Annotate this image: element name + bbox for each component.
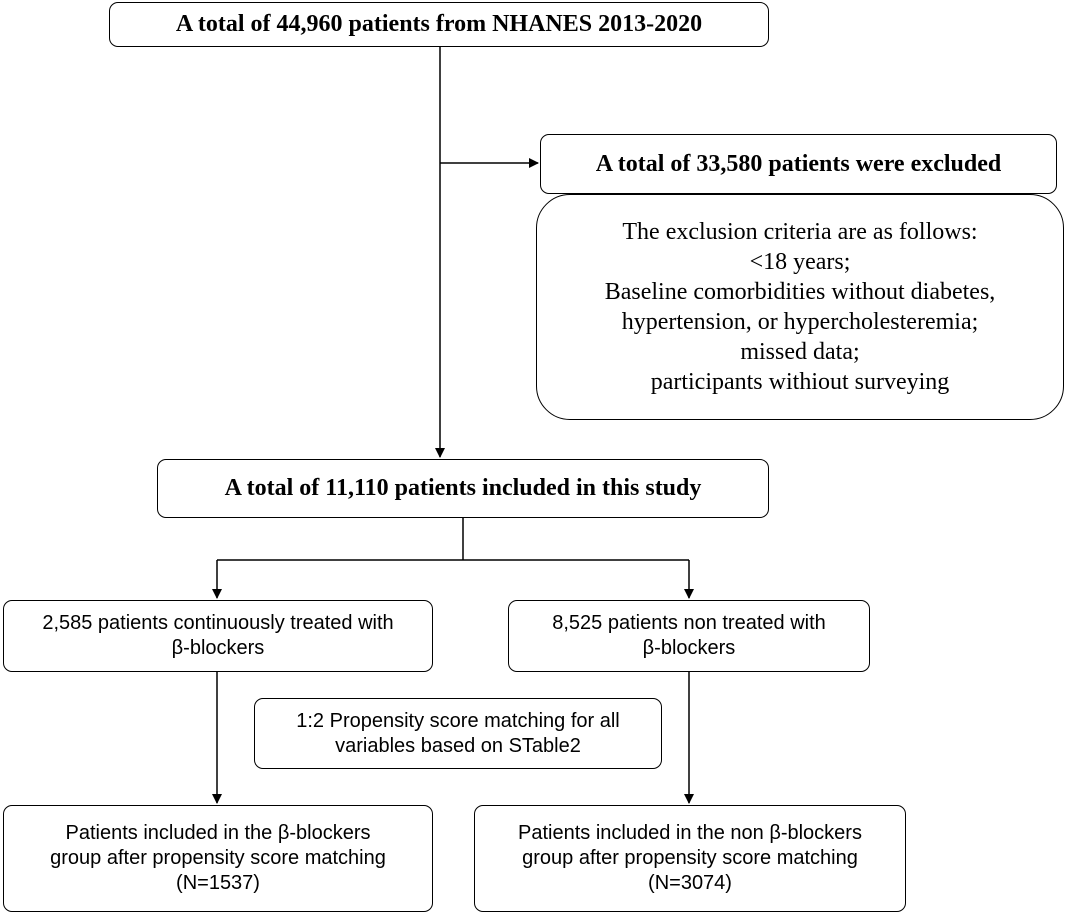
criteria-line: hypertension, or hypercholesteremia; <box>621 309 979 335</box>
included-patients-text: A total of 11,110 patients included in t… <box>224 475 702 501</box>
criteria-line: <18 years; <box>749 249 851 275</box>
beta-blockers-group-box: Patients included in the β-blockers grou… <box>3 805 433 912</box>
criteria-line: participants withiout surveying <box>650 369 950 395</box>
exclusion-criteria-box: The exclusion criteria are as follows: <… <box>536 194 1064 420</box>
non-treated-box: 8,525 patients non treated with β-blocke… <box>508 600 870 672</box>
non-beta-blockers-group-line: Patients included in the non β-blockers <box>518 822 862 844</box>
total-patients-box: A total of 44,960 patients from NHANES 2… <box>109 2 769 47</box>
non-beta-blockers-group-line: group after propensity score matching <box>522 847 858 869</box>
treated-box: 2,585 patients continuously treated with… <box>3 600 433 672</box>
criteria-line: missed data; <box>740 339 860 365</box>
non-beta-blockers-group-box: Patients included in the non β-blockers … <box>474 805 906 912</box>
beta-blockers-group-line: Patients included in the β-blockers <box>65 822 371 844</box>
beta-blockers-group-line: group after propensity score matching <box>50 847 386 869</box>
treated-line: 2,585 patients continuously treated with <box>42 612 394 634</box>
total-patients-text: A total of 44,960 patients from NHANES 2… <box>175 11 703 37</box>
beta-blockers-group-line: (N=1537) <box>176 872 260 894</box>
matching-line: 1:2 Propensity score matching for all <box>296 709 620 732</box>
included-patients-box: A total of 11,110 patients included in t… <box>157 459 769 518</box>
treated-line: β-blockers <box>171 637 265 659</box>
non-treated-line: β-blockers <box>642 637 736 659</box>
non-treated-line: 8,525 patients non treated with <box>552 612 826 634</box>
matching-line: variables based on STable2 <box>335 734 581 757</box>
criteria-line: Baseline comorbidities without diabetes, <box>604 279 996 305</box>
criteria-line: The exclusion criteria are as follows: <box>622 219 978 245</box>
excluded-patients-box: A total of 33,580 patients were excluded <box>540 134 1057 194</box>
non-beta-blockers-group-line: (N=3074) <box>648 872 732 894</box>
excluded-patients-text: A total of 33,580 patients were excluded <box>595 150 1002 177</box>
matching-box: 1:2 Propensity score matching for all va… <box>254 698 662 769</box>
